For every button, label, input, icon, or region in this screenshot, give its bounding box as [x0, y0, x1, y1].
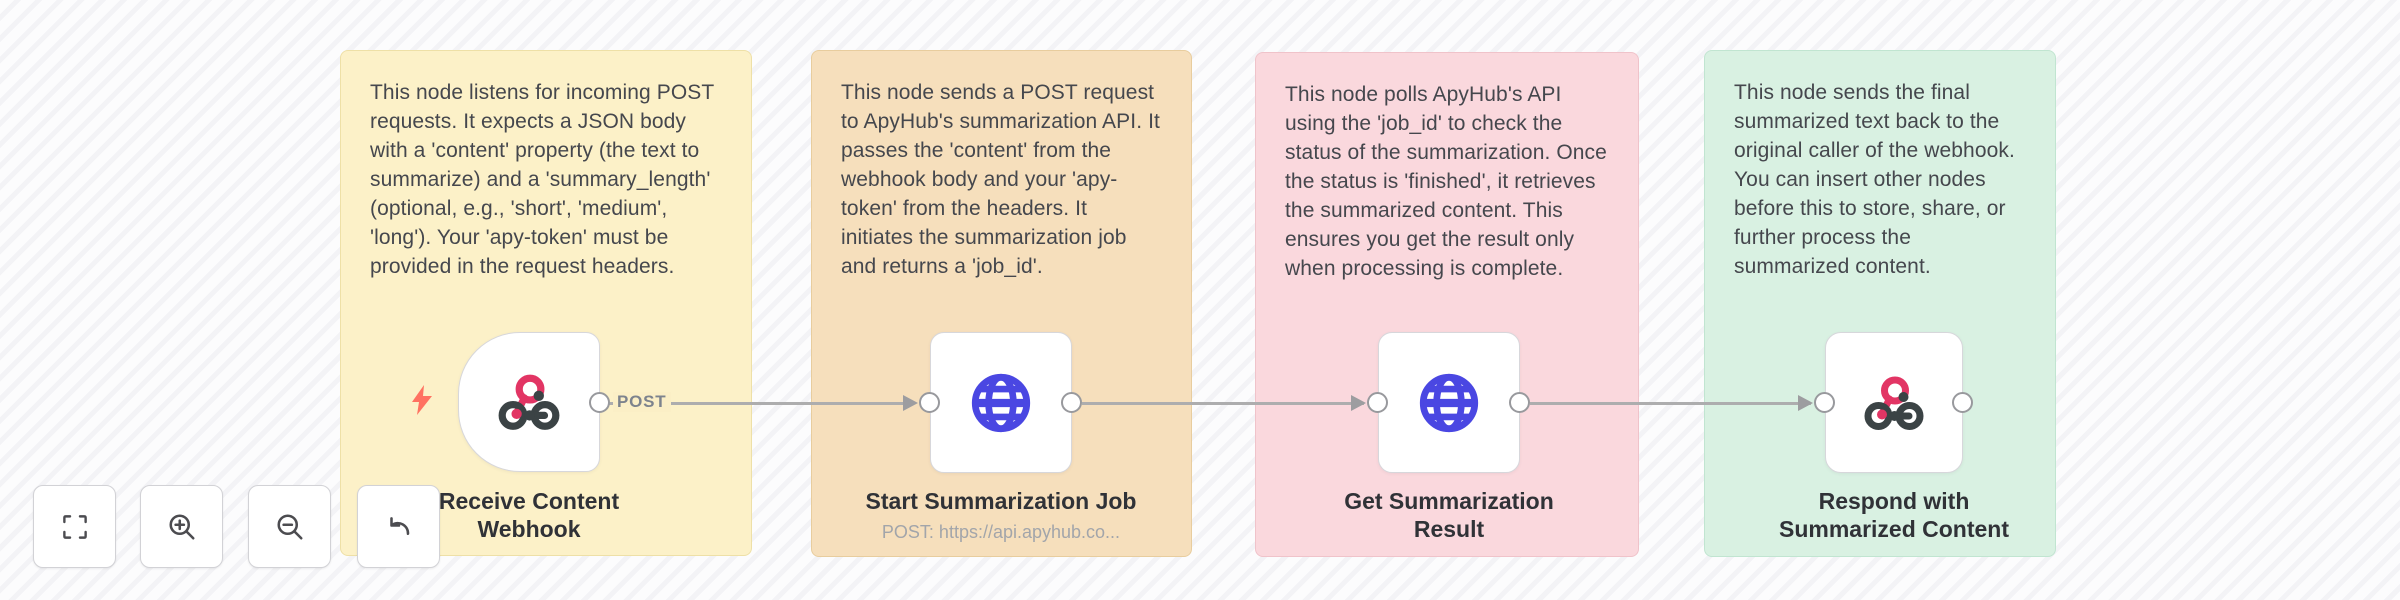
node-start-summarization-job[interactable]	[930, 332, 1072, 473]
node-subtitle: POST: https://api.apyhub.co...	[881, 522, 1121, 542]
node-title: Get Summarization	[1344, 488, 1554, 514]
sticky-note-text: This node sends the final summarized tex…	[1734, 81, 2015, 278]
connection-wire-1[interactable]	[608, 402, 908, 405]
node-title: Receive Content	[438, 488, 620, 514]
webhook-icon	[1864, 376, 1924, 430]
sticky-note-respond[interactable]: This node sends the final summarized tex…	[1704, 50, 2056, 557]
fit-view-icon	[62, 514, 87, 539]
sticky-note-text: This node listens for incoming POST requ…	[370, 81, 714, 278]
node-title: Webhook	[477, 516, 581, 542]
undo-icon	[389, 516, 409, 535]
zoom-in-button[interactable]	[140, 485, 223, 568]
fit-view-button[interactable]	[33, 485, 116, 568]
output-port-node-4[interactable]	[1952, 392, 1973, 413]
zoom-out-button[interactable]	[248, 485, 331, 568]
sticky-note-start-job[interactable]: This node sends a POST request to ApyHub…	[811, 50, 1192, 557]
zoom-out-icon	[276, 513, 303, 540]
connection-wire-3[interactable]	[1530, 402, 1811, 405]
undo-button[interactable]	[357, 485, 440, 568]
sticky-note-text: This node sends a POST request to ApyHub…	[841, 81, 1160, 278]
connection-arrow-icon	[903, 394, 918, 411]
webhook-post-output-label: POST	[613, 392, 671, 412]
input-port-node-4[interactable]	[1814, 392, 1835, 413]
connection-arrow-icon	[1798, 394, 1813, 411]
connection-wire-2[interactable]	[1082, 402, 1364, 405]
connection-arrow-icon	[1351, 394, 1366, 411]
zoom-in-icon	[168, 513, 195, 540]
node-respond-with-summarized-content[interactable]	[1825, 332, 1963, 473]
node-title: Respond with	[1818, 488, 1970, 514]
node-title: Summarized Content	[1778, 516, 2010, 542]
trigger-lightning-bolt-icon	[412, 385, 432, 415]
node-title: Result	[1413, 516, 1485, 542]
output-port-node-3[interactable]	[1509, 392, 1530, 413]
globe-icon	[971, 373, 1031, 432]
input-port-node-2[interactable]	[919, 392, 940, 413]
globe-icon	[1419, 373, 1479, 432]
node-receive-content-webhook[interactable]	[458, 332, 600, 472]
output-port-node-1[interactable]	[589, 392, 610, 413]
sticky-note-text: This node polls ApyHub's API using the '…	[1285, 83, 1607, 280]
node-title: Start Summarization Job	[865, 488, 1137, 514]
output-port-node-2[interactable]	[1061, 392, 1082, 413]
sticky-note-webhook[interactable]: This node listens for incoming POST requ…	[340, 50, 752, 556]
sticky-note-get-result[interactable]: This node polls ApyHub's API using the '…	[1255, 52, 1639, 557]
node-get-summarization-result[interactable]	[1378, 332, 1520, 473]
webhook-icon	[498, 374, 560, 430]
input-port-node-3[interactable]	[1367, 392, 1388, 413]
